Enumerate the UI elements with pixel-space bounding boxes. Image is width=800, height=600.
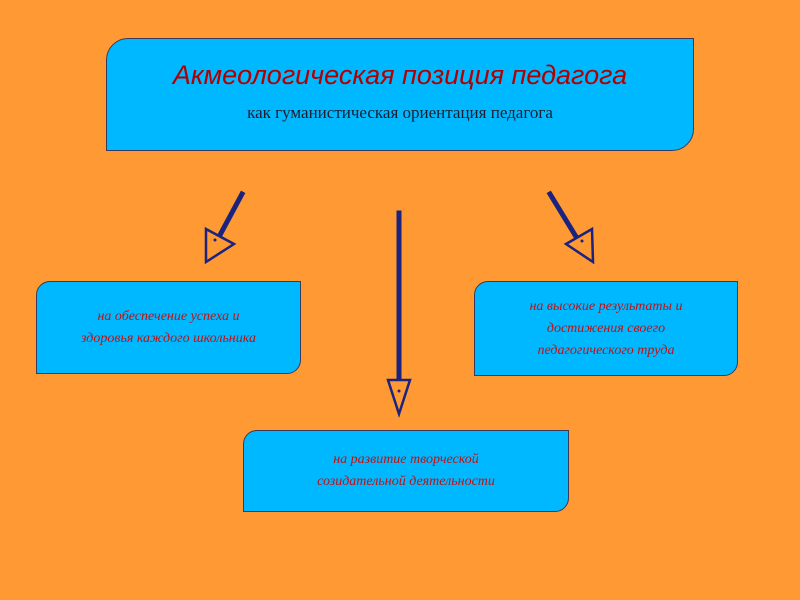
branch-left-line-2: здоровья каждого школьника (81, 330, 256, 346)
arrow-right (546, 190, 595, 265)
branch-box-bottom: на развитие творческой созидательной дея… (243, 430, 569, 512)
main-title: Акмеологическая позиция педагога (172, 60, 628, 90)
branch-box-right: на высокие результаты и достижения своег… (474, 281, 738, 376)
branch-right-line-3: педагогического труда (537, 342, 675, 358)
branch-bottom-line-2: созидательной деятельности (317, 474, 495, 489)
main-concept-box: Акмеологическая позиция педагога как гум… (106, 38, 694, 151)
branch-right-line-1: на высокие результаты и (529, 298, 683, 314)
arrow-left (204, 190, 246, 265)
branch-left-line-1: на обеспечение успеха и (97, 308, 240, 324)
branch-bottom-line-1: на развитие творческой (333, 452, 479, 467)
arrow-center (386, 210, 412, 419)
branch-right-line-2: достижения своего (546, 320, 666, 336)
main-subtitle: как гуманистическая ориентация педагога (247, 103, 553, 122)
branch-box-left: на обеспечение успеха и здоровья каждого… (36, 281, 301, 374)
